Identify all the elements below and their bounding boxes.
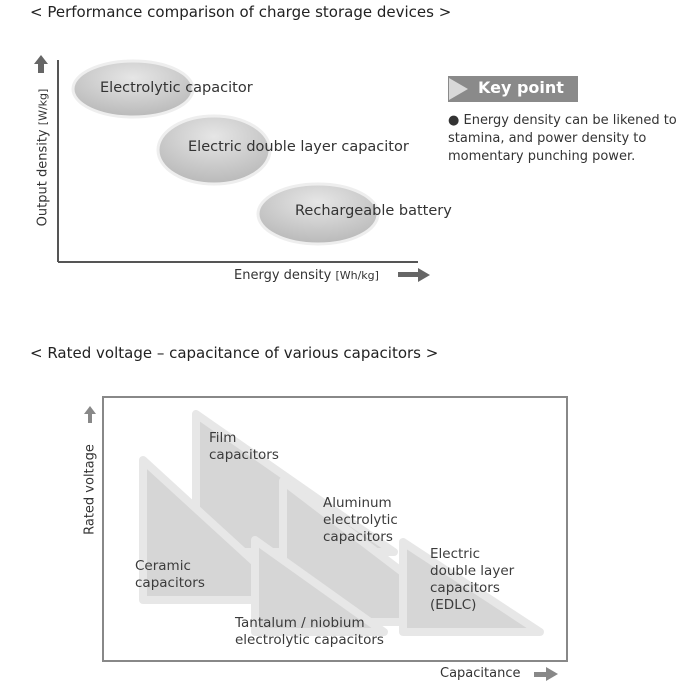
chart2-y-axis-label: Rated voltage	[82, 444, 98, 535]
chart1-title: < Performance comparison of charge stora…	[30, 3, 452, 21]
bullet-icon: ●	[448, 113, 460, 128]
ceramic-capacitors-label: Ceramic capacitors	[135, 558, 205, 591]
aluminum-electrolytic-label: Aluminum electrolytic capacitors	[323, 495, 398, 545]
key-point-badge	[448, 76, 578, 102]
y-axis-arrow-2-icon	[84, 406, 96, 423]
rechargeable-battery-label: Rechargeable battery	[295, 203, 452, 219]
chart2-x-axis-label: Capacitance	[440, 666, 521, 681]
x-axis-arrow-2-icon	[534, 667, 558, 681]
key-point-label: Key point	[478, 78, 564, 97]
edlc-label: Electric double layer capacitor	[188, 139, 409, 155]
edlc-capacitors-region	[399, 538, 544, 636]
electrolytic-capacitor-region	[71, 59, 195, 119]
tantalum-niobium-region	[251, 536, 388, 636]
rechargeable-battery-region	[256, 182, 380, 246]
tantalum-niobium-label: Tantalum / niobium electrolytic capacito…	[235, 615, 384, 648]
electrolytic-capacitor-label: Electrolytic capacitor	[100, 80, 253, 96]
x-axis-unit: [Wh/kg]	[335, 269, 379, 282]
chart1-axes	[57, 60, 418, 263]
chart1-x-axis-label: Energy density [Wh/kg]	[234, 268, 379, 283]
y-axis-unit: [W/kg]	[36, 88, 50, 126]
edlc-region	[156, 114, 272, 186]
edlc-capacitors-label: Electric double layer capacitors (EDLC)	[430, 546, 515, 613]
key-point-text: ● Energy density can be likened to stami…	[448, 112, 698, 166]
chart2-title: < Rated voltage – capacitance of various…	[30, 344, 439, 362]
chart1-y-axis-label: Output density [W/kg]	[36, 63, 51, 253]
film-capacitors-label: Film capacitors	[209, 430, 279, 463]
x-axis-title: Energy density	[234, 268, 332, 283]
x-axis-arrow-icon	[398, 268, 430, 282]
y-axis-title: Output density	[35, 129, 51, 227]
y-axis-arrow-icon	[34, 55, 48, 73]
key-point-description: Energy density can be likened to stamina…	[448, 113, 677, 164]
